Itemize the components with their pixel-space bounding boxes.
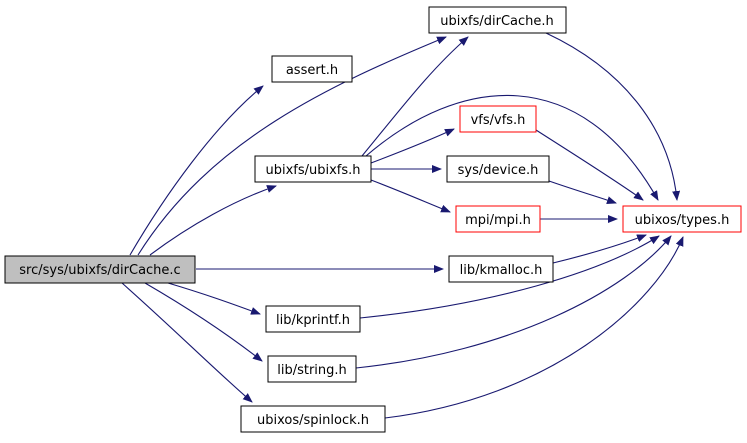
node-lib-kmalloc-h[interactable]: lib/kmalloc.h xyxy=(448,255,554,283)
node-box[interactable] xyxy=(622,205,742,233)
edge-dircache-c-to-string-h xyxy=(144,282,263,362)
edge-string-h-to-types-h xyxy=(355,235,672,369)
node-lib-string-h[interactable]: lib/string.h xyxy=(267,355,357,383)
node-label: lib/kmalloc.h xyxy=(460,263,543,278)
edge-ubixfs-h-to-mpi-h xyxy=(370,179,451,213)
node-layer: src/sys/ubixfs/dirCache.c assert.h ubixf… xyxy=(4,6,742,433)
node-ubixos-spinlock-h[interactable]: ubixos/spinlock.h xyxy=(240,405,386,433)
edge-dircache-c-to-ubixfs-h xyxy=(149,185,277,256)
node-assert-h[interactable]: assert.h xyxy=(271,55,353,83)
node-box[interactable] xyxy=(265,305,361,333)
node-box[interactable] xyxy=(428,6,567,34)
edge-vfs-h-to-types-h xyxy=(535,129,644,201)
edge-dircache-c-to-assert-h xyxy=(129,85,264,256)
node-box[interactable] xyxy=(271,55,353,83)
edge-layer xyxy=(121,32,684,419)
edge-ubixfs-h-to-vfs-h xyxy=(370,128,455,164)
node-ubixfs-dircache-h[interactable]: ubixfs/dirCache.h xyxy=(428,6,567,34)
node-label: ubixos/spinlock.h xyxy=(257,413,369,428)
node-label: mpi/mpi.h xyxy=(465,213,531,228)
node-src-sys-ubixfs-dircache-c: src/sys/ubixfs/dirCache.c xyxy=(4,255,196,284)
node-label: src/sys/ubixfs/dirCache.c xyxy=(19,263,180,278)
node-label: ubixfs/ubixfs.h xyxy=(265,163,360,178)
node-box[interactable] xyxy=(459,105,537,133)
node-mpi-mpi-h[interactable]: mpi/mpi.h xyxy=(455,205,541,233)
node-label: ubixos/types.h xyxy=(635,213,730,228)
node-box[interactable] xyxy=(254,155,372,183)
node-label: ubixfs/dirCache.h xyxy=(440,14,554,29)
node-ubixos-types-h[interactable]: ubixos/types.h xyxy=(622,205,742,233)
node-label: vfs/vfs.h xyxy=(471,113,526,128)
node-label: assert.h xyxy=(286,63,338,78)
node-box[interactable] xyxy=(240,405,386,433)
edge-dircache-c-to-dircache-h xyxy=(137,36,447,256)
edge-device-h-to-types-h xyxy=(548,180,617,204)
node-box[interactable] xyxy=(446,155,550,183)
node-sys-device-h[interactable]: sys/device.h xyxy=(446,155,550,183)
edge-spinlock-h-to-types-h xyxy=(384,236,684,419)
node-label: lib/kprintf.h xyxy=(276,313,350,328)
node-box[interactable] xyxy=(267,355,357,383)
edge-ubixfs-h-to-types-h xyxy=(365,94,659,201)
edge-kprintf-h-to-types-h xyxy=(359,235,660,319)
edge-dircache-h-to-types-h xyxy=(545,32,681,201)
node-box[interactable] xyxy=(448,255,554,283)
node-box[interactable] xyxy=(455,205,541,233)
edge-dircache-c-to-kprintf-h xyxy=(167,282,261,315)
node-vfs-vfs-h[interactable]: vfs/vfs.h xyxy=(459,105,537,133)
node-label: lib/string.h xyxy=(277,363,347,378)
node-lib-kprintf-h[interactable]: lib/kprintf.h xyxy=(265,305,361,333)
node-ubixfs-ubixfs-h[interactable]: ubixfs/ubixfs.h xyxy=(254,155,372,183)
node-label: sys/device.h xyxy=(458,163,539,178)
node-box xyxy=(4,255,196,284)
edge-ubixfs-h-to-dircache-h xyxy=(361,36,469,157)
edge-kmalloc-h-to-types-h xyxy=(552,234,647,264)
edge-dircache-c-to-spinlock-h xyxy=(121,282,253,403)
